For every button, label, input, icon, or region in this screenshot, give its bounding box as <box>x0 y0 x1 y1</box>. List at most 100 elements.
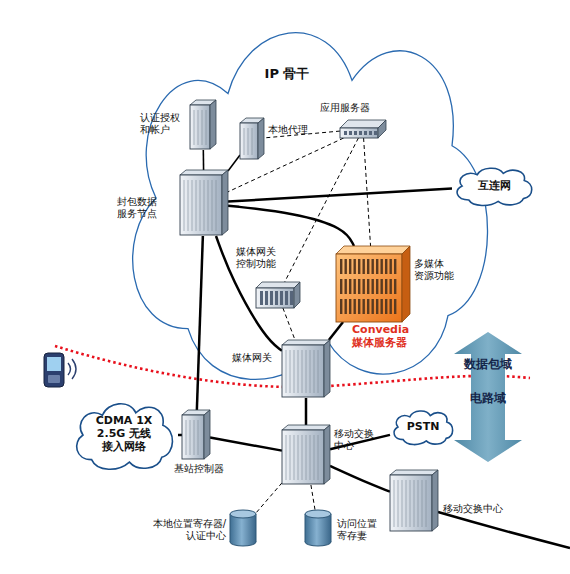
trunk-line <box>438 512 570 548</box>
card-slot <box>367 279 369 294</box>
top-face <box>336 246 410 254</box>
port-led <box>260 291 263 305</box>
card-slot <box>390 279 392 294</box>
front-face <box>390 475 432 531</box>
front-face <box>282 430 324 484</box>
product-label: Convedia 媒体服务器 <box>352 323 412 349</box>
node-label: 认证授权 和帐户 <box>140 112 182 136</box>
vent-stripe <box>194 110 195 145</box>
vent-stripe <box>426 480 427 527</box>
node-label: IP 骨干 <box>250 66 324 81</box>
node-outline <box>180 170 228 236</box>
side-face <box>402 246 410 322</box>
node-label: 本地代理 <box>268 124 314 136</box>
vent-stripe <box>402 480 403 527</box>
vent-stripe <box>188 180 189 231</box>
trunk-link <box>210 438 282 451</box>
node-outline <box>390 470 438 532</box>
vent-stripe <box>286 350 287 393</box>
node-label: 媒体网关 <box>232 352 278 364</box>
card-slot <box>340 299 342 314</box>
top-face <box>282 425 330 430</box>
vent-stripe <box>204 180 205 231</box>
server-icon: 封包数据 服务节点 <box>180 170 228 236</box>
card-slot <box>349 299 351 314</box>
node-outline <box>256 282 300 308</box>
vent-stripe <box>190 420 191 455</box>
side-face <box>210 100 216 149</box>
vent-stripe <box>294 350 295 393</box>
vent-stripe <box>290 435 291 480</box>
vent-stripe <box>418 480 419 527</box>
node-outline <box>282 340 330 398</box>
node-label: 基站控制器 <box>174 463 234 475</box>
front-face <box>182 415 204 459</box>
port-led <box>374 131 377 135</box>
cloud-outline <box>133 33 488 380</box>
port-led <box>285 291 288 305</box>
port-led <box>265 291 268 305</box>
node-outline <box>108 2 508 394</box>
network-cloud: CDMA 1X 2.5G 无线 接入网络 <box>70 398 178 472</box>
card-slot <box>376 259 378 274</box>
card-slot <box>381 299 383 314</box>
side-face <box>324 340 330 397</box>
side-face <box>258 118 264 159</box>
card-slot <box>367 259 369 274</box>
phone-body <box>44 353 64 387</box>
domain-label: 数据包域 <box>455 357 521 371</box>
port-led <box>354 131 357 135</box>
vent-stripe <box>298 350 299 393</box>
card-slot <box>340 259 342 274</box>
port-led <box>290 291 293 305</box>
node-label: 多媒体 资源功能 <box>414 258 455 282</box>
card-slot <box>376 279 378 294</box>
vent-stripe <box>212 180 213 231</box>
signal-link <box>256 483 282 513</box>
vent-stripe <box>310 435 311 480</box>
top-face <box>390 470 438 475</box>
card-slot <box>385 299 387 314</box>
node-outline <box>340 120 386 138</box>
controller-box: 媒体网关 控制功能 <box>256 282 300 308</box>
backbone-cloud: IP 骨干认证授权 和帐户本地代理应用服务器封包数据 服务节点媒体网关 控制功能… <box>108 2 508 394</box>
vent-stripe <box>314 350 315 393</box>
vent-stripe <box>206 110 207 145</box>
vent-stripe <box>302 350 303 393</box>
server-icon: 媒体网关 <box>282 340 330 398</box>
card-slot <box>358 299 360 314</box>
vent-stripe <box>202 110 203 145</box>
port-led <box>369 131 372 135</box>
card-slot <box>394 279 396 294</box>
double-arrow <box>454 332 522 462</box>
card-slot <box>363 279 365 294</box>
phone-icon <box>44 353 64 387</box>
node-outline <box>282 425 330 485</box>
cylinder-top <box>230 510 256 518</box>
vent-stripe <box>406 480 407 527</box>
front-face <box>336 254 402 322</box>
card-slot <box>345 299 347 314</box>
vent-stripe <box>310 350 311 393</box>
card-slot <box>345 259 347 274</box>
node-label: CDMA 1X 2.5G 无线 接入网络 <box>95 414 153 453</box>
vent-stripe <box>198 420 199 455</box>
card-slot <box>358 259 360 274</box>
trunk-link <box>305 398 308 425</box>
media-server: 多媒体 资源功能Convedia 媒体服务器 <box>336 246 410 322</box>
card-slot <box>394 259 396 274</box>
node-label: 应用服务器 <box>320 102 380 114</box>
node-label: 封包数据 服务节点 <box>117 196 159 220</box>
vent-stripe <box>244 128 245 155</box>
database-cylinder: 访问位置 寄存妻 <box>305 510 331 546</box>
front-face <box>256 288 294 308</box>
vent-stripe <box>398 480 399 527</box>
side-face <box>222 170 228 235</box>
trunk-link <box>330 466 390 492</box>
front-face <box>180 175 222 235</box>
vent-stripe <box>318 350 319 393</box>
vent-stripe <box>314 435 315 480</box>
top-face <box>180 170 228 175</box>
card-slot <box>390 299 392 314</box>
card-slot <box>385 279 387 294</box>
